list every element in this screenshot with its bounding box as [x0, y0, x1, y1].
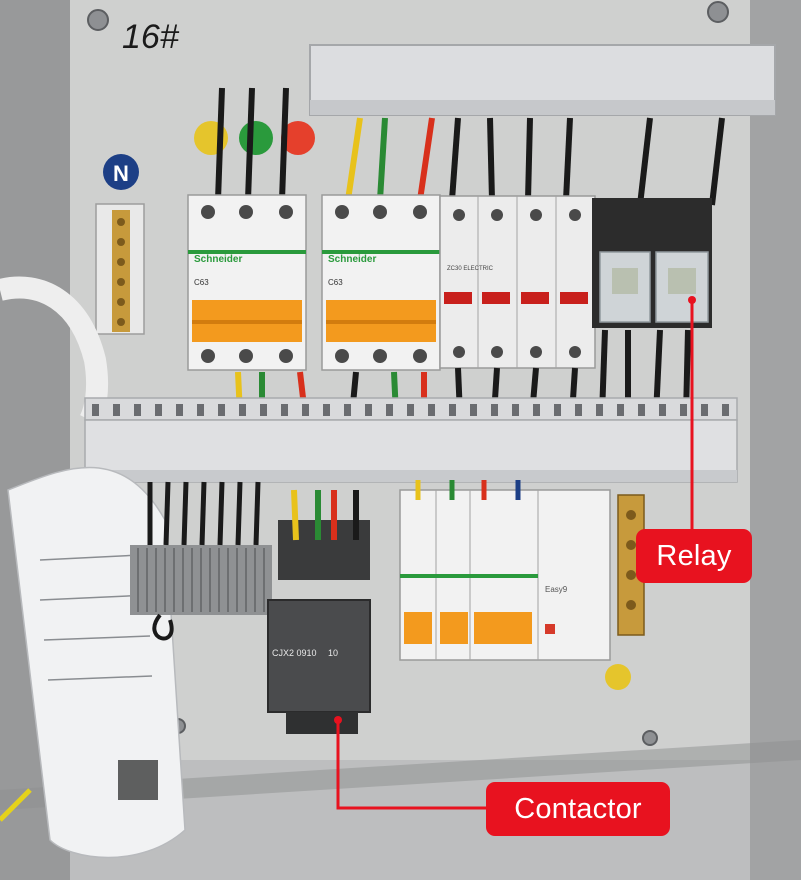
breaker-rating-2: C63 [328, 278, 343, 287]
fuse-holders: ZC30 ELECTRIC [439, 195, 596, 369]
breaker-rating-1: C63 [194, 278, 209, 287]
contactor-callout-label: Contactor [514, 792, 642, 825]
duct-slot [281, 404, 288, 416]
duct-slot [92, 404, 99, 416]
duct-slot [302, 404, 309, 416]
duct-slot [155, 404, 162, 416]
duct-slot [638, 404, 645, 416]
relay-callout-label: Relay [656, 539, 732, 572]
duct-slot [617, 404, 624, 416]
duct-slot [575, 404, 582, 416]
duct-slot [197, 404, 204, 416]
circuit-breaker-1: Schneider C63 [187, 194, 307, 371]
screw-icon [707, 1, 729, 23]
breaker-brand-2: Schneider [328, 254, 376, 265]
floor-shadow [0, 740, 801, 810]
hazard-badge-icon [281, 121, 315, 155]
duct-slot [470, 404, 477, 416]
duct-slot [239, 404, 246, 416]
duct-slot [344, 404, 351, 416]
contactor-callout: Contactor [486, 782, 670, 836]
top-wire-duct-lip [310, 100, 775, 115]
relay-leader-dot [688, 296, 696, 304]
duct-slot [323, 404, 330, 416]
duct-slot [113, 404, 120, 416]
screw-icon [87, 9, 109, 31]
duct-slot [407, 404, 414, 416]
duct-slot [176, 404, 183, 416]
handwritten-label: 16# [122, 18, 180, 56]
circuit-breaker-2: Schneider C63 [321, 194, 441, 371]
breaker-brand-1: Schneider [194, 254, 242, 265]
terminal-blocks [130, 545, 272, 615]
contactor-rating: 10 [328, 648, 338, 658]
contactor-model: CJX2 0910 [272, 648, 317, 658]
relays [592, 198, 712, 328]
ground-badge-icon [239, 121, 273, 155]
duct-slot [365, 404, 372, 416]
fuse-label: ZC30 ELECTRIC [447, 266, 494, 272]
contactor-leader-line [336, 720, 488, 810]
duct-slot [596, 404, 603, 416]
duct-slot [533, 404, 540, 416]
duct-slot [386, 404, 393, 416]
duct-slot [701, 404, 708, 416]
duct-slot [260, 404, 267, 416]
busbar-screws [117, 218, 125, 326]
terminal-wires [147, 481, 261, 641]
duct-slot [218, 404, 225, 416]
rcbo-series: Easy9 [545, 585, 568, 594]
duct-slot [680, 404, 687, 416]
enclosure-right-wall [740, 0, 801, 880]
duct-slot [134, 404, 141, 416]
lower-breakers: Easy9 [399, 480, 611, 661]
duct-slot [722, 404, 729, 416]
top-wires [215, 87, 725, 206]
duct-slot [554, 404, 561, 416]
neutral-badge-icon [103, 154, 139, 190]
duct-slot [428, 404, 435, 416]
duct-slot [449, 404, 456, 416]
neutral-busbar [112, 210, 130, 332]
middle-wire-duct [84, 397, 738, 483]
contactor-leader-dot [334, 716, 342, 724]
neutral-badge-text: N [113, 161, 129, 186]
contactor-device: CJX2 0910 10 [267, 489, 371, 734]
duct-slot [491, 404, 498, 416]
duct-slot [512, 404, 519, 416]
screw-icon [642, 730, 658, 746]
relay-callout: Relay [636, 529, 752, 583]
duct-slot [659, 404, 666, 416]
